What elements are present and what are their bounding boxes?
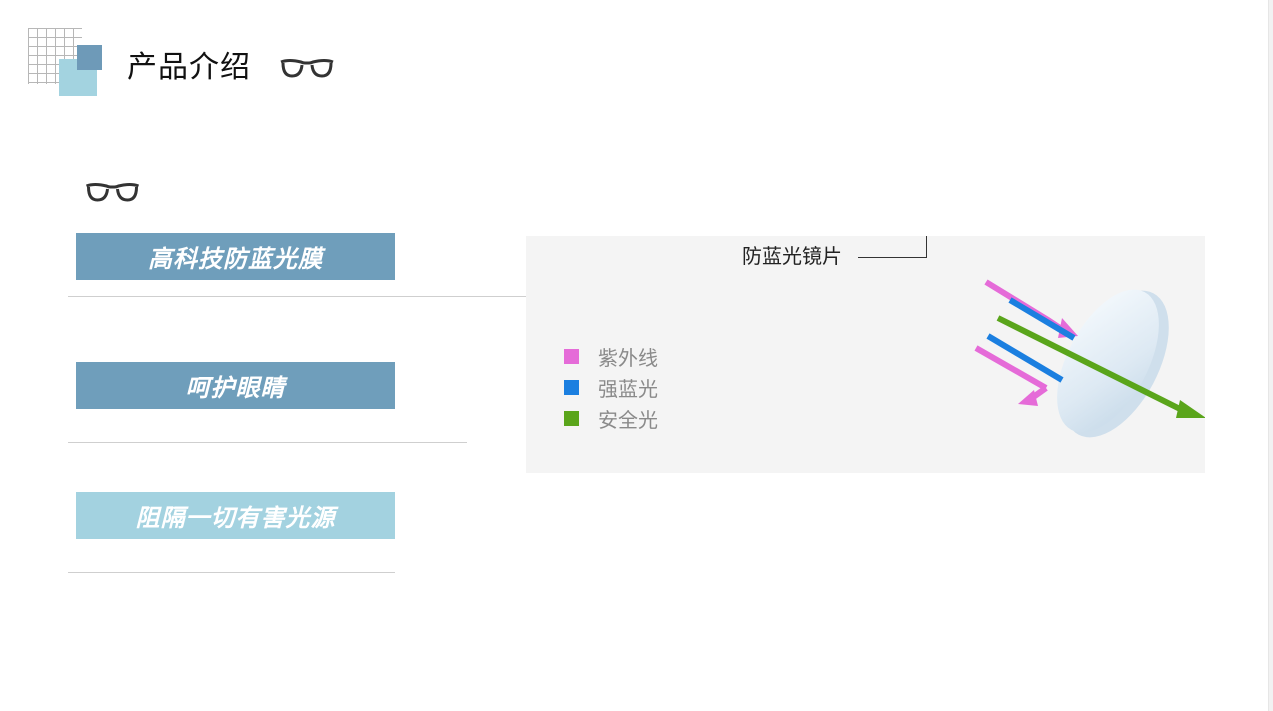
- decoration-square-dark: [77, 45, 102, 70]
- lens-illustration: 防蓝光镜片 紫外线 强蓝光 安全光: [526, 236, 1205, 473]
- legend-swatch: [564, 380, 579, 395]
- glasses-icon: [280, 59, 334, 78]
- legend-item: 安全光: [564, 403, 658, 434]
- feature-banner: 阻隔一切有害光源: [76, 492, 395, 539]
- lens-diagram: [974, 279, 1205, 438]
- header-decoration: [28, 28, 108, 98]
- lens-caption: 防蓝光镜片: [742, 244, 842, 268]
- legend-swatch: [564, 411, 579, 426]
- legend-label: 安全光: [598, 408, 658, 432]
- uv-ray-head: [1018, 390, 1038, 406]
- blue-ray: [986, 333, 1064, 383]
- lens-disc-front: [1057, 289, 1159, 433]
- legend-item: 强蓝光: [564, 372, 658, 403]
- safe-light-ray: [996, 315, 1188, 415]
- divider: [68, 572, 395, 573]
- glasses-icon: [85, 183, 140, 202]
- blue-ray: [1008, 297, 1076, 341]
- right-edge-strip: [1268, 0, 1273, 711]
- uv-ray: [974, 345, 1048, 391]
- page-title: 产品介绍: [127, 50, 251, 85]
- caption-leader-line: [858, 236, 927, 258]
- feature-banner: 呵护眼睛: [76, 362, 395, 409]
- legend-item: 紫外线: [564, 341, 658, 372]
- divider: [68, 296, 526, 297]
- divider: [68, 442, 467, 443]
- safe-light-ray-head: [1176, 400, 1205, 418]
- legend-label: 紫外线: [598, 346, 658, 370]
- legend: 紫外线 强蓝光 安全光: [564, 341, 658, 434]
- legend-swatch: [564, 349, 579, 364]
- legend-label: 强蓝光: [598, 377, 658, 401]
- feature-banner: 高科技防蓝光膜: [76, 233, 395, 280]
